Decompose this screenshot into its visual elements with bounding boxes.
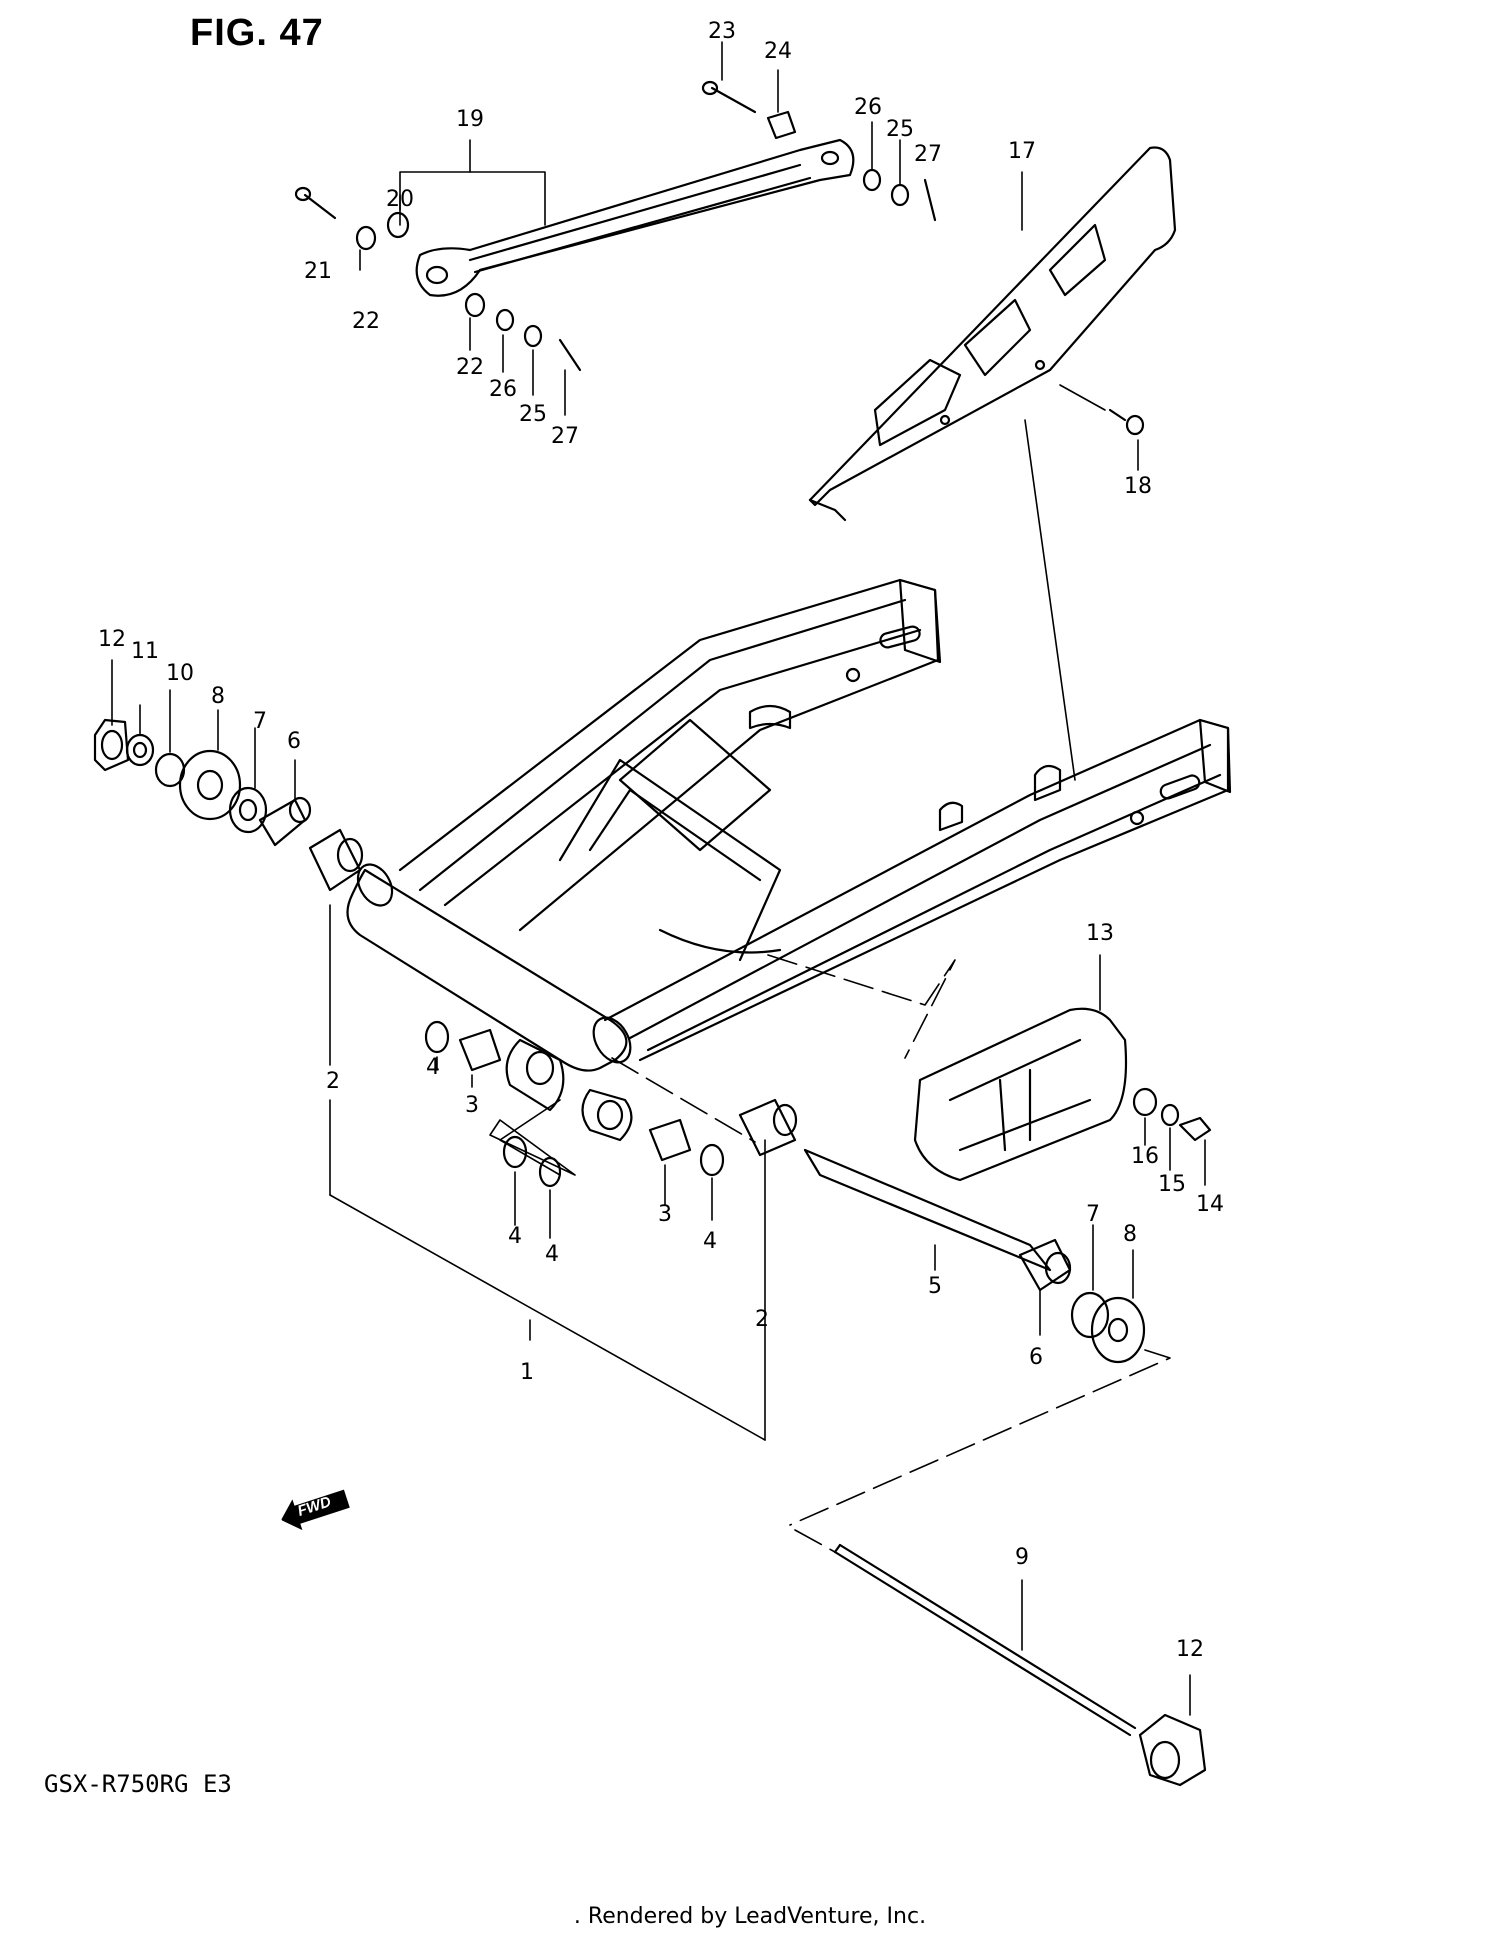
- callout-2-left: 2: [326, 1069, 340, 1094]
- callout-14: 14: [1196, 1192, 1224, 1217]
- callout-19: 19: [456, 107, 484, 132]
- callout-12-left: 12: [98, 627, 126, 652]
- callout-26-lower: 26: [489, 377, 517, 402]
- callout-7-right: 7: [1086, 1202, 1100, 1227]
- leader-lines: [111, 41, 1206, 1716]
- callout-11: 11: [131, 639, 159, 664]
- callout-4-a: 4: [426, 1055, 440, 1080]
- callout-4-d: 4: [703, 1229, 717, 1254]
- callout-3-upper: 3: [465, 1093, 479, 1118]
- callout-10: 10: [166, 661, 194, 686]
- callout-4-b: 4: [508, 1224, 522, 1249]
- callout-6-right: 6: [1029, 1345, 1043, 1370]
- callout-8-right: 8: [1123, 1222, 1137, 1247]
- callout-23: 23: [708, 19, 736, 44]
- callout-25-lower: 25: [519, 402, 547, 427]
- callout-3-lower: 3: [658, 1202, 672, 1227]
- callout-16: 16: [1131, 1144, 1159, 1169]
- hardware: [93, 80, 1212, 1787]
- torque-rod: [415, 138, 855, 297]
- callout-7-left: 7: [253, 709, 267, 734]
- model-code: GSX-R750RG E3: [44, 1770, 232, 1798]
- callout-24: 24: [764, 39, 792, 64]
- callout-9: 9: [1015, 1545, 1029, 1570]
- callout-22-lower: 22: [456, 355, 484, 380]
- callout-17: 17: [1008, 139, 1036, 164]
- callout-6-left: 6: [287, 729, 301, 754]
- figure-title: FIG. 47: [190, 12, 324, 54]
- chain-guard-plate: [808, 146, 1177, 522]
- callout-22-upper: 22: [352, 309, 380, 334]
- callout-1: 1: [520, 1360, 534, 1385]
- callout-25-upper: 25: [886, 117, 914, 142]
- callout-20: 20: [386, 187, 414, 212]
- callout-18: 18: [1124, 474, 1152, 499]
- swingarm: [346, 578, 1232, 1142]
- callout-15: 15: [1158, 1172, 1186, 1197]
- callout-8-left: 8: [211, 684, 225, 709]
- callout-26-upper: 26: [854, 95, 882, 120]
- forward-direction-arrow: FWD: [276, 1482, 353, 1536]
- callout-13: 13: [1086, 921, 1114, 946]
- footer-credit: . Rendered by LeadVenture, Inc.: [573, 1904, 927, 1929]
- callout-27-upper: 27: [914, 142, 942, 167]
- callout-27-lower: 27: [551, 424, 579, 449]
- callout-2-right: 2: [755, 1307, 769, 1332]
- callout-12-right: 12: [1176, 1637, 1204, 1662]
- callout-4-c: 4: [545, 1242, 559, 1267]
- callout-21: 21: [304, 259, 332, 284]
- chain-buffer: [913, 1007, 1128, 1182]
- callout-5: 5: [928, 1274, 942, 1299]
